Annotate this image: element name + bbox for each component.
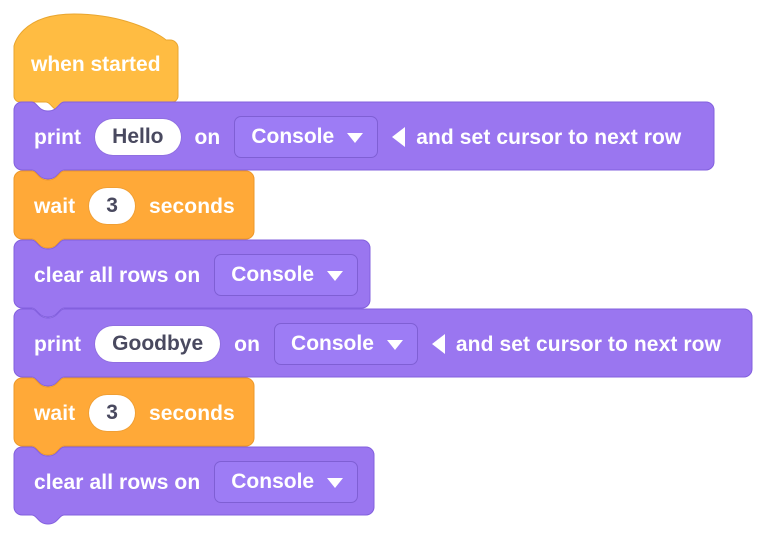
chevron-down-icon bbox=[386, 339, 403, 350]
block-label-wait: wait bbox=[34, 194, 76, 218]
block-label-seconds: seconds bbox=[148, 401, 235, 425]
block-shape-command bbox=[13, 377, 255, 456]
block-label-wait: wait bbox=[34, 401, 76, 425]
dropdown-value: Console bbox=[251, 125, 335, 148]
block-clear-all-rows-1[interactable]: clear all rows on Console bbox=[13, 239, 371, 318]
block-label-on: on bbox=[234, 332, 261, 356]
block-clear-all-rows-2[interactable]: clear all rows on Console bbox=[13, 446, 375, 525]
triangle-left-icon[interactable] bbox=[431, 334, 445, 354]
block-print-hello[interactable]: print Hello on Console and set cursor to… bbox=[13, 101, 715, 180]
field-wait-seconds[interactable]: 3 bbox=[89, 395, 135, 431]
chevron-down-icon bbox=[327, 270, 344, 281]
chevron-down-icon bbox=[327, 477, 344, 488]
block-label-seconds: seconds bbox=[148, 194, 235, 218]
block-wait-1[interactable]: wait 3 seconds bbox=[13, 170, 255, 249]
field-wait-seconds[interactable]: 3 bbox=[89, 188, 135, 224]
field-dropdown-target-console[interactable]: Console bbox=[214, 254, 359, 296]
field-print-text-hello[interactable]: Hello bbox=[95, 119, 181, 155]
block-shape-command bbox=[13, 308, 753, 387]
triangle-left-icon[interactable] bbox=[392, 127, 406, 147]
block-label-set-cursor-next-row: and set cursor to next row bbox=[455, 332, 722, 356]
dropdown-value: Console bbox=[231, 470, 315, 493]
block-print-goodbye[interactable]: print Goodbye on Console and set cursor … bbox=[13, 308, 753, 387]
block-when-started[interactable]: when started bbox=[13, 12, 179, 112]
block-shape-command-end bbox=[13, 446, 375, 525]
field-dropdown-target-console[interactable]: Console bbox=[214, 461, 359, 503]
block-shape-command bbox=[13, 101, 715, 180]
block-label-set-cursor-next-row: and set cursor to next row bbox=[416, 125, 682, 149]
block-label-print: print bbox=[34, 125, 82, 149]
dropdown-value: Console bbox=[231, 263, 315, 286]
block-shape-command bbox=[13, 170, 255, 249]
chevron-down-icon bbox=[347, 132, 364, 143]
block-label-when-started: when started bbox=[31, 53, 161, 76]
block-label-clear-all-rows-on: clear all rows on bbox=[34, 470, 201, 494]
field-dropdown-target-console[interactable]: Console bbox=[234, 116, 379, 158]
block-shape-command bbox=[13, 239, 371, 318]
block-wait-2[interactable]: wait 3 seconds bbox=[13, 377, 255, 456]
field-print-text-goodbye[interactable]: Goodbye bbox=[95, 326, 221, 362]
dropdown-value: Console bbox=[291, 332, 374, 355]
block-label-clear-all-rows-on: clear all rows on bbox=[34, 263, 201, 287]
block-label-print: print bbox=[34, 332, 82, 356]
block-label-on: on bbox=[194, 125, 221, 149]
block-shape-hat bbox=[13, 13, 179, 112]
field-dropdown-target-console[interactable]: Console bbox=[274, 323, 418, 365]
